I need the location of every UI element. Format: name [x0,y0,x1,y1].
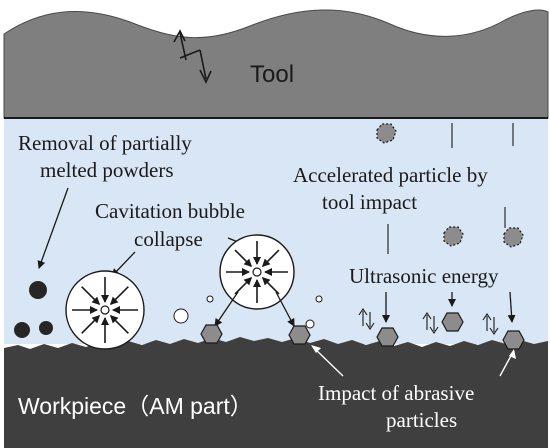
abrasive-particle [376,327,399,347]
impact-pointer-arrow [312,346,344,377]
bubble-jet-arrow [275,291,295,327]
abrasive-particle [200,324,223,344]
cavitation-label-line2: collapse [134,227,203,251]
collapse-arrow [81,314,101,334]
vibration-pair-icon [422,312,439,334]
impact-label-line2: particles [386,408,457,432]
removal-pointer-arrow [37,187,69,269]
vibration-arrow-icon [173,29,212,84]
workpiece-body [4,337,548,448]
cavitation-label-line1: Cavitation bubble [95,199,245,223]
collapse-arrow [81,286,101,306]
tool-label: Tool [250,61,294,88]
collapse-arrow [234,276,253,295]
collapse-arrow [109,286,129,306]
collapse-arrow [109,314,129,334]
bubble-core [100,305,110,315]
tool-body [3,9,549,119]
bubble-core [252,267,262,277]
small-bubble [315,295,323,303]
small-bubble [305,319,315,329]
ultrasonic-pointer-arrow [507,291,516,323]
accelerated-particle [503,227,524,248]
accelerated-particle [376,123,397,144]
accelerated-label-line1: Accelerated particle by [293,163,488,187]
abrasive-particle [441,312,464,332]
vibration-pair-icon [358,308,375,330]
melted-powder-particle [39,321,53,335]
workpiece-label: Workpiece（AM part） [18,393,253,419]
collapse-arrow [261,249,280,268]
removal-label-line1: Removal of partially [18,131,192,155]
cavitation-bubble [65,270,145,350]
accelerated-particle [443,226,464,247]
ultrasonic-label: Ultrasonic energy [349,264,499,288]
accelerated-label-line2: tool impact [322,190,417,214]
bubble-jet-arrow [214,291,239,327]
small-bubble [206,295,214,303]
melted-powder-particle [14,322,30,338]
cavitation-bubble [219,234,295,310]
removal-label-line2: melted powders [40,158,174,182]
collapse-arrow [234,249,253,268]
abrasive-particle [288,325,311,345]
small-bubble [173,308,189,324]
collapse-arrow [261,276,280,295]
impact-label-line1: Impact of abrasive [318,381,474,405]
melted-powder-particle [29,281,47,299]
vibration-pair-icon [482,313,499,335]
abrasive-particle [502,330,525,350]
